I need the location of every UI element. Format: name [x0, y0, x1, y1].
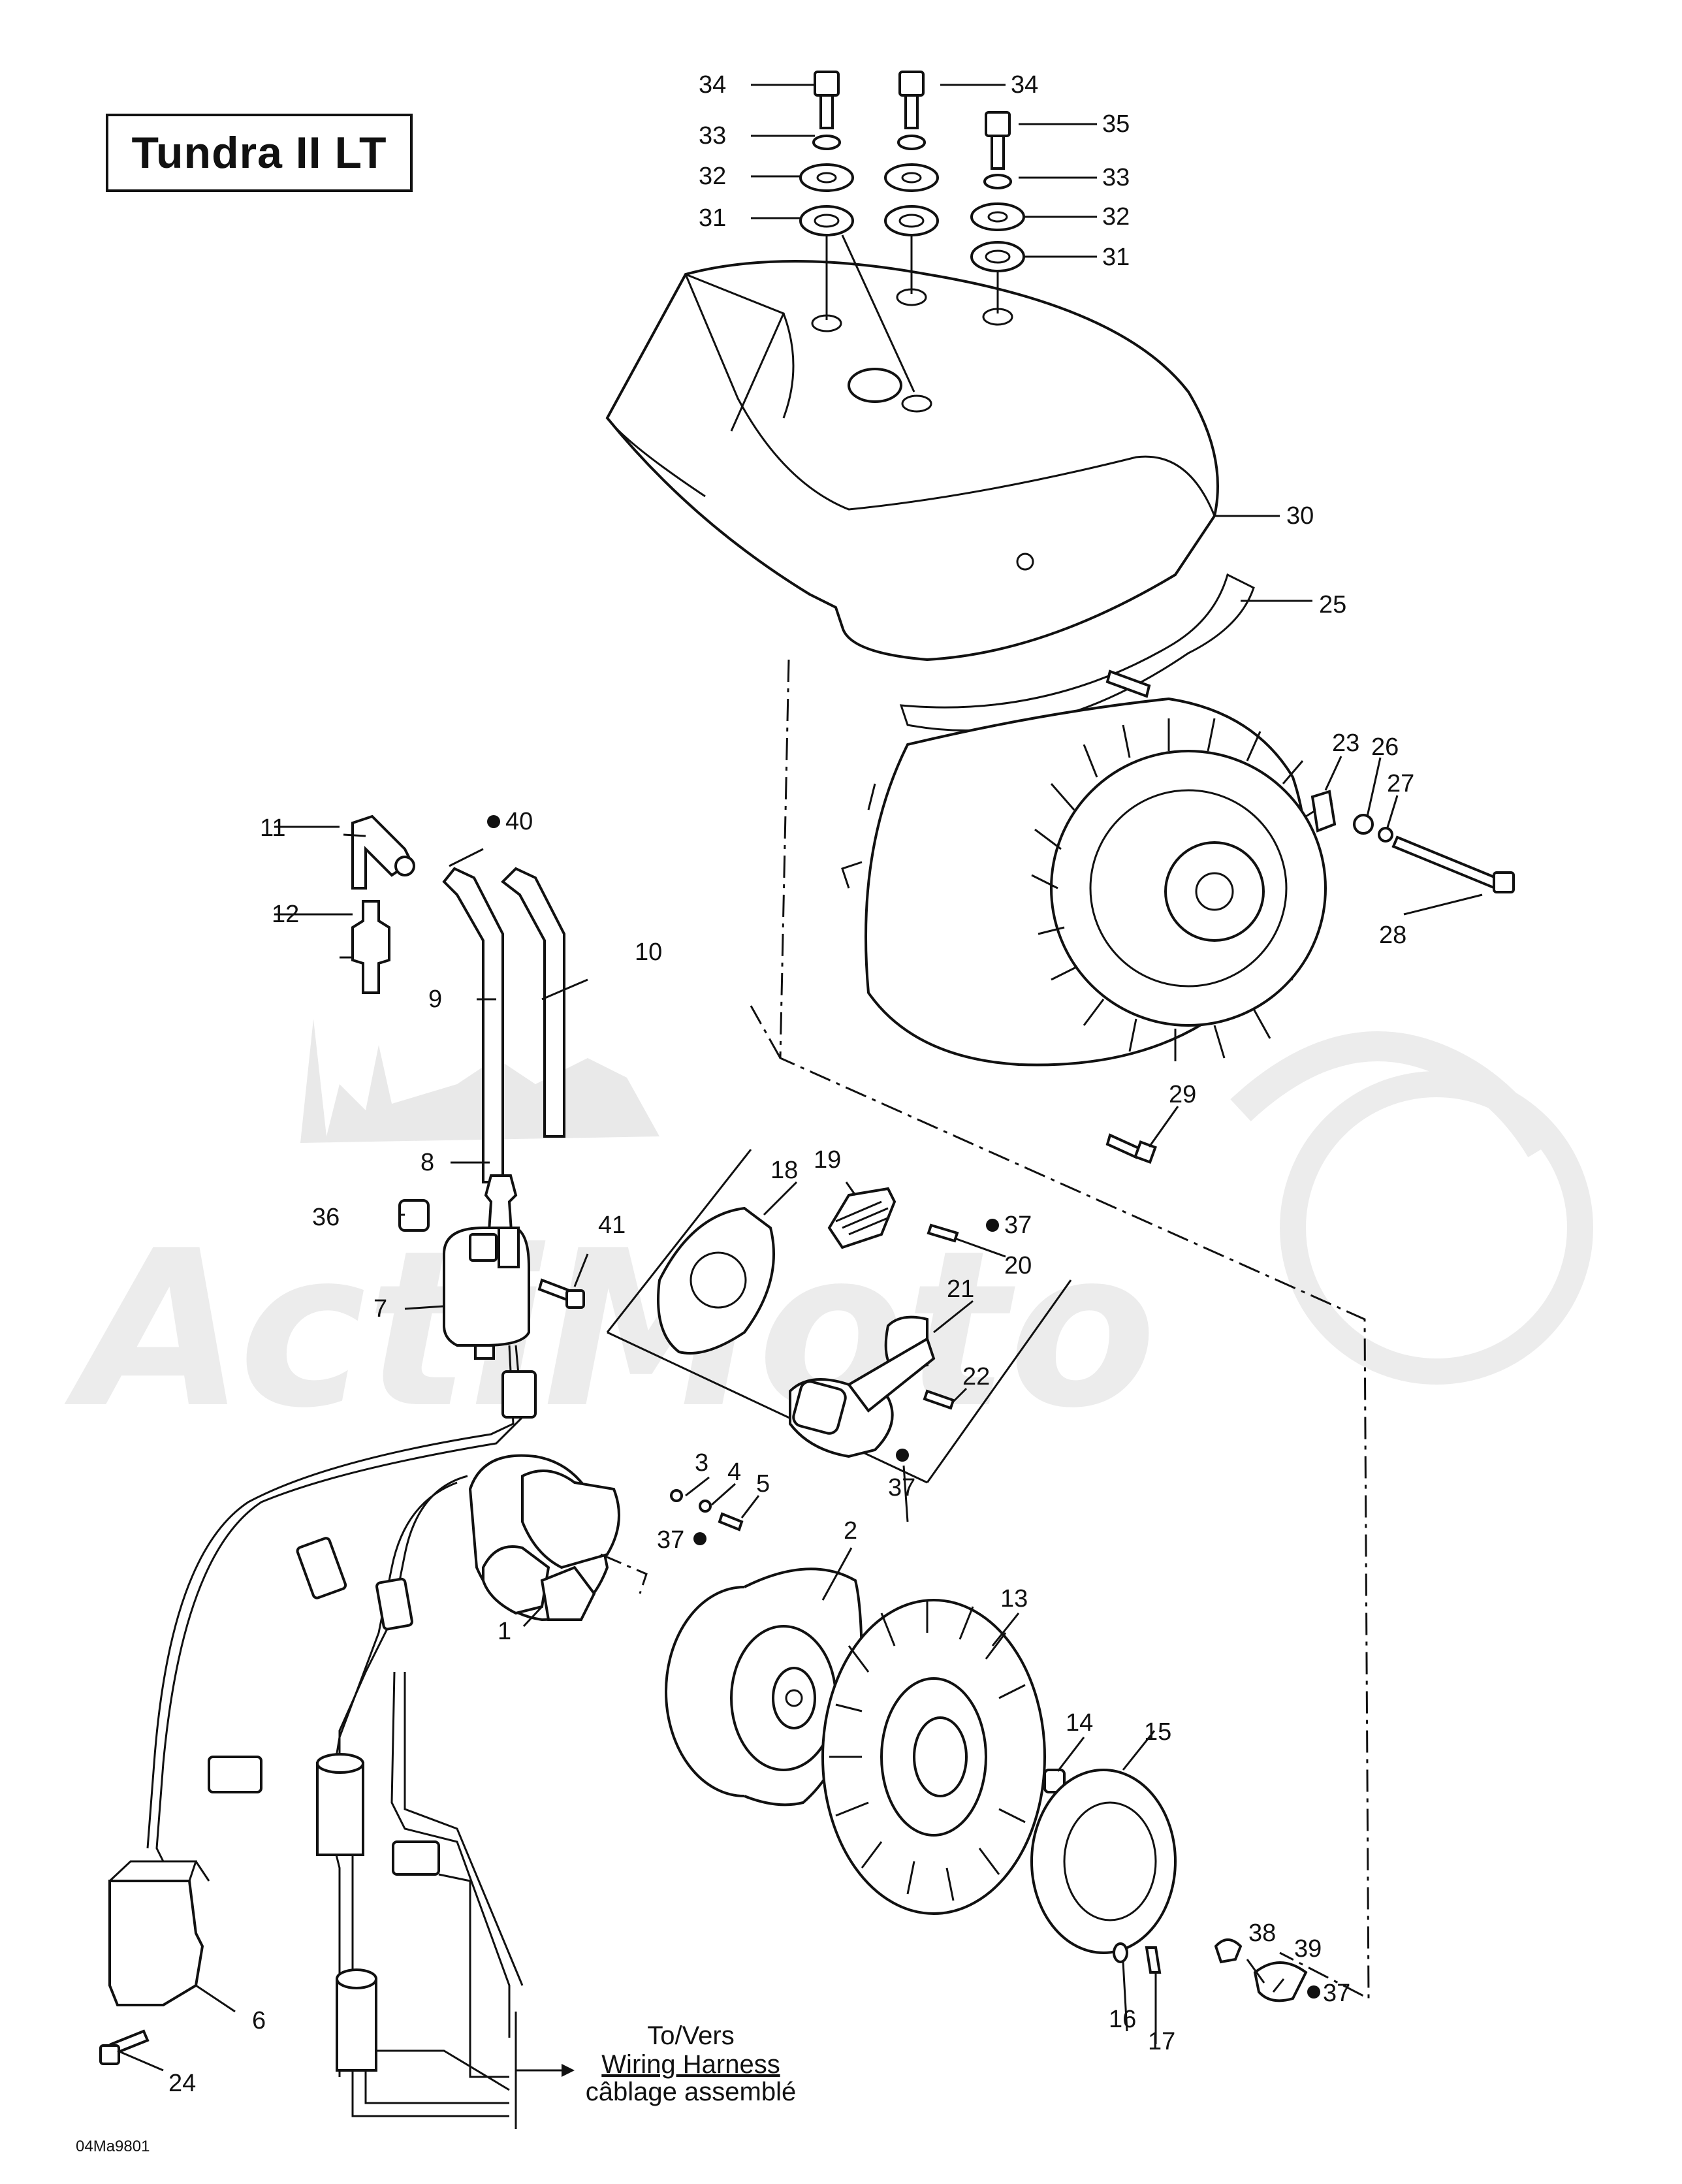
harness-note: To/Vers Wiring Harness câblage assemblé [586, 2021, 796, 2106]
callout-32a: 32 [699, 163, 726, 190]
callout-37d: 37 [1323, 1980, 1350, 2007]
wiring-harness [146, 1345, 575, 2129]
callout-27: 27 [1387, 770, 1414, 797]
starter-pulley [1030, 1769, 1177, 1954]
callout-21: 21 [947, 1276, 974, 1303]
trigger-coil-parts [657, 1187, 959, 1355]
callout-17: 17 [1148, 2028, 1175, 2055]
callout-7: 7 [373, 1295, 387, 1323]
grease-drop-icon [896, 1449, 909, 1462]
callout-36: 36 [312, 1204, 340, 1231]
starter-bracket-parts [1105, 669, 1515, 893]
callout-41: 41 [598, 1212, 626, 1239]
callout-28: 28 [1379, 922, 1406, 949]
callout-31b: 31 [1102, 244, 1130, 271]
callout-25: 25 [1319, 591, 1346, 618]
callout-32b: 32 [1102, 203, 1130, 231]
ignition-coil [398, 1199, 585, 1360]
callout-34a: 34 [699, 71, 726, 99]
callout-18: 18 [770, 1157, 798, 1184]
callout-6: 6 [252, 2007, 266, 2034]
callout-37a: 37 [1004, 1212, 1032, 1239]
callout-38: 38 [1248, 1919, 1276, 1947]
cooling-fan [821, 1599, 1046, 1915]
grease-drop-icon [1307, 1985, 1320, 1999]
callout-39: 39 [1294, 1935, 1322, 1963]
sub-assembly-box [606, 1149, 1072, 1484]
trigger-coil-assembly [789, 1219, 999, 1462]
callout-34b: 34 [1011, 71, 1038, 99]
callout-35: 35 [1102, 110, 1130, 138]
cowl-fasteners [799, 71, 1025, 393]
callout-40: 40 [505, 808, 533, 835]
callout-2: 2 [844, 1517, 857, 1545]
callout-20: 20 [1004, 1252, 1032, 1279]
fan-cowl [605, 260, 1219, 662]
callout-labels: 1 2 3 4 5 6 7 8 9 10 11 12 13 14 15 16 1… [168, 71, 1414, 2097]
leader-lines [117, 84, 1483, 2072]
drawing-code: 04Ma9801 [76, 2138, 150, 2155]
crank-nut [1214, 1938, 1243, 1964]
harness-note-line2: Wiring Harness [601, 2050, 780, 2079]
callout-19: 19 [814, 1146, 841, 1174]
fan-bushing [1043, 1769, 1066, 1793]
spark-plug-parts [351, 814, 500, 994]
callout-8: 8 [420, 1149, 434, 1176]
grease-drop-icon [986, 1219, 999, 1232]
callout-37b: 37 [888, 1474, 915, 1502]
callout-13: 13 [1000, 1585, 1028, 1613]
lock-washer [1113, 1942, 1128, 1963]
callout-23: 23 [1332, 730, 1359, 757]
callout-30: 30 [1286, 502, 1314, 530]
callout-24: 24 [168, 2070, 196, 2097]
callout-12: 12 [272, 901, 299, 928]
callout-11: 11 [260, 814, 285, 842]
stator-screws [670, 1489, 744, 1545]
callout-29: 29 [1169, 1081, 1196, 1108]
control-module [99, 1860, 210, 2065]
callout-33a: 33 [699, 122, 726, 150]
callout-3: 3 [695, 1449, 708, 1477]
callout-22: 22 [962, 1363, 990, 1390]
callout-37c: 37 [657, 1526, 684, 1554]
pulley-screw [1145, 1946, 1162, 1974]
callout-10: 10 [635, 939, 662, 966]
callout-4: 4 [727, 1458, 741, 1486]
callout-31a: 31 [699, 204, 726, 232]
grease-drop-icon [487, 815, 500, 828]
callout-9: 9 [428, 986, 442, 1013]
callout-5: 5 [756, 1470, 770, 1498]
callout-16: 16 [1109, 2006, 1136, 2033]
callout-14: 14 [1066, 1709, 1093, 1737]
assembly-boundary-line [779, 659, 1370, 2000]
harness-note-line3: câblage assemblé [586, 2078, 796, 2106]
stator-assembly [468, 1454, 648, 1622]
fan-housing [841, 697, 1333, 1067]
diagram-title: Tundra II LT [131, 128, 387, 178]
diagram-title-box: Tundra II LT [106, 114, 413, 192]
callout-33b: 33 [1102, 164, 1130, 191]
harness-note-line1: To/Vers [647, 2021, 734, 2050]
callout-26: 26 [1371, 733, 1399, 761]
callout-15: 15 [1144, 1718, 1171, 1746]
callout-1: 1 [498, 1618, 511, 1645]
housing-bolt [1105, 1133, 1157, 1164]
grease-drop-icon [693, 1532, 706, 1545]
